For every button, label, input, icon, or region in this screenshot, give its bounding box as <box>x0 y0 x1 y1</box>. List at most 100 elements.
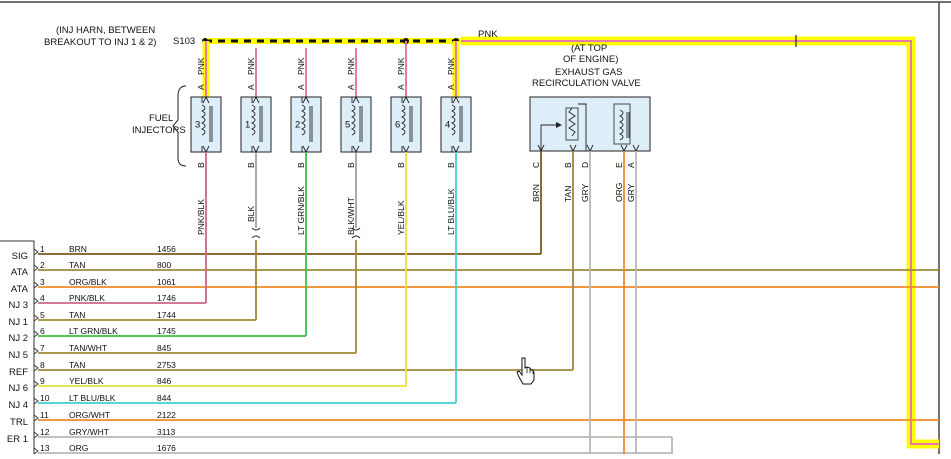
injector-pin-b: B <box>346 162 356 168</box>
vertical-wires <box>205 151 673 454</box>
injector-bottom-wire-label: BLK/WHT <box>346 197 356 235</box>
row-circuit: 846 <box>157 376 171 386</box>
splice-bus <box>202 38 461 44</box>
row-function: NJ 6 <box>8 383 28 394</box>
injector-bottom-wire-label: BLK <box>246 206 256 222</box>
injector-pin-a: A <box>446 84 456 90</box>
injector-top-wire-label: PNK <box>346 57 356 75</box>
row-wire-color: TAN/WHT <box>69 343 107 353</box>
row-wire-color: TAN <box>69 360 85 370</box>
injector-top-wire-label: PNK <box>446 57 456 75</box>
row-function: ER 1 <box>7 434 28 445</box>
injector-pin-a: A <box>296 84 306 90</box>
injector-pin-b: B <box>396 162 406 168</box>
row-circuit: 1744 <box>157 310 176 320</box>
hand-cursor-icon <box>516 357 535 385</box>
injector-number: 2 <box>295 120 300 131</box>
row-circuit: 1746 <box>157 293 176 303</box>
row-function: TRL <box>10 417 28 428</box>
egr-wire-label: ORG <box>614 183 624 202</box>
row-circuit: 3113 <box>157 427 176 437</box>
injector-number: 5 <box>345 120 350 131</box>
injector-bottom-wire-label: YEL/BLK <box>396 200 406 235</box>
row-pin: 6 <box>40 326 45 336</box>
egr-wire-label: TAN <box>563 186 573 202</box>
egr-location-line1: (AT TOP <box>571 43 607 54</box>
connector-body <box>0 240 35 454</box>
splice-label: S103 <box>173 36 195 47</box>
egr-valve <box>529 96 651 152</box>
fuel-injector-4: 4 <box>440 95 472 154</box>
injector-bracket <box>172 85 187 167</box>
fuel-injector-6: 6 <box>390 95 422 154</box>
injector-number: 6 <box>395 120 400 131</box>
egr-location-line2: OF ENGINE) <box>563 54 618 65</box>
injector-pin-a: A <box>396 84 406 90</box>
injector-bottom-wire-label: PNK/BLK <box>196 199 206 235</box>
row-wire-color: TAN <box>69 260 85 270</box>
row-wire-color: PNK/BLK <box>69 293 105 303</box>
injector-top-wire-label: PNK <box>296 57 306 75</box>
egr-wire-label: BRN <box>531 184 541 202</box>
row-circuit: 2753 <box>157 360 176 370</box>
injector-top-wire-label: PNK <box>196 57 206 75</box>
egr-pin-A: A <box>626 162 636 168</box>
row-pin: 8 <box>40 360 45 370</box>
row-wire-color: YEL/BLK <box>69 376 104 386</box>
egr-pin-E: E <box>614 162 624 168</box>
row-wire-color: ORG/WHT <box>69 410 110 420</box>
harness-note-line1: (INJ HARN, BETWEEN <box>56 25 155 36</box>
injector-bottom-wire-label: LT BLU/BLK <box>446 188 456 235</box>
injector-top-wire-label: PNK <box>246 57 256 75</box>
row-circuit: 845 <box>157 343 171 353</box>
egr-pin-C: C <box>531 162 541 168</box>
injector-bottom-wire-label: LT GRN/BLK <box>296 186 306 235</box>
row-wire-color: ORG/BLK <box>69 277 107 287</box>
row-wire-color: BRN <box>69 244 87 254</box>
row-circuit: 1061 <box>157 277 176 287</box>
row-pin: 2 <box>40 260 45 270</box>
fuel-injector-3: 3 <box>190 95 222 154</box>
row-wire-color: LT GRN/BLK <box>69 326 118 336</box>
row-pin: 9 <box>40 376 45 386</box>
row-function: NJ 4 <box>8 400 28 411</box>
fuel-injector-1: 1 <box>240 95 272 154</box>
injector-pin-a: A <box>346 84 356 90</box>
egr-pin-B: B <box>563 162 573 168</box>
harness-note-line2: BREAKOUT TO INJ 1 & 2) <box>44 37 156 48</box>
row-circuit: 1456 <box>157 244 176 254</box>
row-function: NJ 2 <box>8 333 28 344</box>
egr-name-line1: EXHAUST GAS <box>555 67 622 78</box>
row-function: ATA <box>11 267 29 278</box>
injector-pin-b: B <box>246 162 256 168</box>
row-function: NJ 1 <box>8 317 28 328</box>
row-circuit: 844 <box>157 393 171 403</box>
row-pin: 11 <box>40 410 49 420</box>
row-function: NJ 3 <box>8 300 28 311</box>
row-wire-color: TAN <box>69 310 85 320</box>
injector-pin-a: A <box>246 84 256 90</box>
fuel-injectors-label-line1: FUEL <box>149 113 173 124</box>
row-circuit: 1676 <box>157 443 176 453</box>
injector-pin-b: B <box>446 162 456 168</box>
injector-top-wire-label: PNK <box>396 57 406 75</box>
injector-number: 3 <box>195 120 200 131</box>
injector-bodies: 3 1 2 5 6 4 <box>190 95 472 154</box>
connector-wires <box>38 253 939 454</box>
egr-wire-label: GRY <box>626 183 636 202</box>
row-pin: 7 <box>40 343 45 353</box>
